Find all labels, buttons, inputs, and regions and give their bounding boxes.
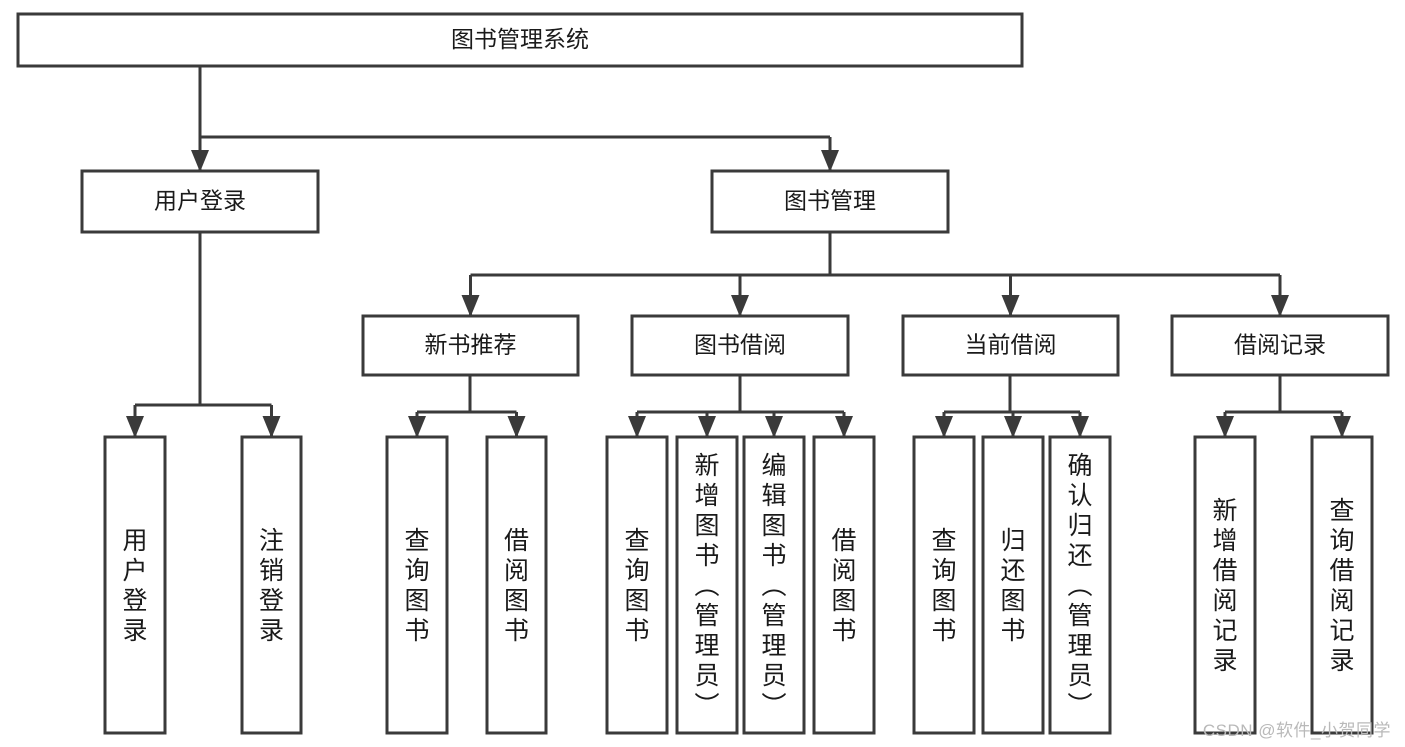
node-leaf-borrow-book-rec[interactable]: 借阅图书 bbox=[485, 435, 548, 735]
node-leaf-add-book-admin-box[interactable] bbox=[675, 435, 739, 735]
node-leaf-query-borrow-record[interactable]: 查询借阅记录 bbox=[1310, 435, 1374, 735]
node-leaf-user-login[interactable]: 用户登录 bbox=[103, 435, 167, 735]
node-leaf-logout-label: 注销登录 bbox=[259, 527, 284, 645]
node-leaf-confirm-return-admin-label: 确认归还︵管理员︶ bbox=[1067, 452, 1092, 720]
node-leaf-confirm-return-admin[interactable]: 确认归还︵管理员︶ bbox=[1048, 435, 1112, 735]
node-leaf-add-borrow-record[interactable]: 新增借阅记录 bbox=[1193, 435, 1257, 735]
node-leaf-logout[interactable]: 注销登录 bbox=[240, 435, 303, 735]
node-leaf-return-book-label: 归还图书 bbox=[1000, 527, 1025, 645]
node-leaf-edit-book-admin[interactable]: 编辑图书︵管理员︶ bbox=[742, 435, 806, 735]
node-borrow-record-box[interactable] bbox=[1170, 314, 1390, 377]
node-leaf-add-book-admin-label: 新增图书︵管理员︶ bbox=[694, 452, 719, 720]
node-leaf-borrow-book-box[interactable] bbox=[812, 435, 876, 735]
node-borrow-record-label: 借阅记录 bbox=[1234, 332, 1326, 358]
node-leaf-query-book-rec-label: 查询图书 bbox=[404, 527, 429, 645]
node-book-manage-box[interactable] bbox=[710, 169, 950, 234]
node-book-borrow-label: 图书借阅 bbox=[694, 332, 786, 358]
node-root-system-label: 图书管理系统 bbox=[451, 26, 589, 52]
node-current-borrow-label: 当前借阅 bbox=[965, 332, 1057, 358]
node-leaf-borrow-book-label: 借阅图书 bbox=[831, 527, 856, 645]
node-leaf-query-book-borrow[interactable]: 查询图书 bbox=[605, 435, 669, 735]
node-leaf-query-book-borrow-box[interactable] bbox=[605, 435, 669, 735]
node-leaf-confirm-return-admin-box[interactable] bbox=[1048, 435, 1112, 735]
node-root-system[interactable]: 图书管理系统 bbox=[16, 12, 1024, 68]
node-leaf-query-book-rec[interactable]: 查询图书 bbox=[385, 435, 449, 735]
node-leaf-add-book-admin[interactable]: 新增图书︵管理员︶ bbox=[675, 435, 739, 735]
node-leaf-borrow-book[interactable]: 借阅图书 bbox=[812, 435, 876, 735]
node-leaf-edit-book-admin-box[interactable] bbox=[742, 435, 806, 735]
node-user-login-box[interactable] bbox=[80, 169, 320, 234]
node-new-book-recommend[interactable]: 新书推荐 bbox=[361, 314, 580, 377]
node-new-book-recommend-label: 新书推荐 bbox=[425, 332, 517, 358]
node-current-borrow[interactable]: 当前借阅 bbox=[901, 314, 1120, 377]
node-leaf-borrow-book-rec-label: 借阅图书 bbox=[504, 527, 529, 645]
node-book-manage[interactable]: 图书管理 bbox=[710, 169, 950, 234]
node-leaf-borrow-book-rec-box[interactable] bbox=[485, 435, 548, 735]
node-leaf-query-book-rec-box[interactable] bbox=[385, 435, 449, 735]
node-leaf-query-book-cur-label: 查询图书 bbox=[931, 527, 956, 645]
node-borrow-record[interactable]: 借阅记录 bbox=[1170, 314, 1390, 377]
node-leaf-query-borrow-record-label: 查询借阅记录 bbox=[1329, 497, 1354, 675]
node-new-book-recommend-box[interactable] bbox=[361, 314, 580, 377]
node-book-borrow[interactable]: 图书借阅 bbox=[630, 314, 850, 377]
node-leaf-logout-box[interactable] bbox=[240, 435, 303, 735]
connector-lines bbox=[126, 66, 1351, 438]
node-leaf-return-book[interactable]: 归还图书 bbox=[981, 435, 1045, 735]
node-current-borrow-box[interactable] bbox=[901, 314, 1120, 377]
node-leaf-add-borrow-record-box[interactable] bbox=[1193, 435, 1257, 735]
node-book-manage-label: 图书管理 bbox=[784, 188, 876, 214]
node-book-borrow-box[interactable] bbox=[630, 314, 850, 377]
node-leaf-query-book-borrow-label: 查询图书 bbox=[624, 527, 649, 645]
node-boxes: 图书管理系统用户登录图书管理新书推荐图书借阅当前借阅借阅记录用户登录注销登录查询… bbox=[16, 12, 1390, 735]
node-leaf-return-book-box[interactable] bbox=[981, 435, 1045, 735]
node-leaf-query-borrow-record-box[interactable] bbox=[1310, 435, 1374, 735]
node-leaf-add-borrow-record-label: 新增借阅记录 bbox=[1212, 497, 1237, 675]
node-leaf-edit-book-admin-label: 编辑图书︵管理员︶ bbox=[761, 452, 786, 720]
node-leaf-query-book-cur[interactable]: 查询图书 bbox=[912, 435, 976, 735]
node-user-login-label: 用户登录 bbox=[154, 188, 246, 214]
node-leaf-user-login-box[interactable] bbox=[103, 435, 167, 735]
node-leaf-query-book-cur-box[interactable] bbox=[912, 435, 976, 735]
node-root-system-box[interactable] bbox=[16, 12, 1024, 68]
watermark-label: CSDN @软件_小贺同学 bbox=[1202, 721, 1391, 740]
node-leaf-user-login-label: 用户登录 bbox=[122, 527, 147, 645]
node-user-login[interactable]: 用户登录 bbox=[80, 169, 320, 234]
